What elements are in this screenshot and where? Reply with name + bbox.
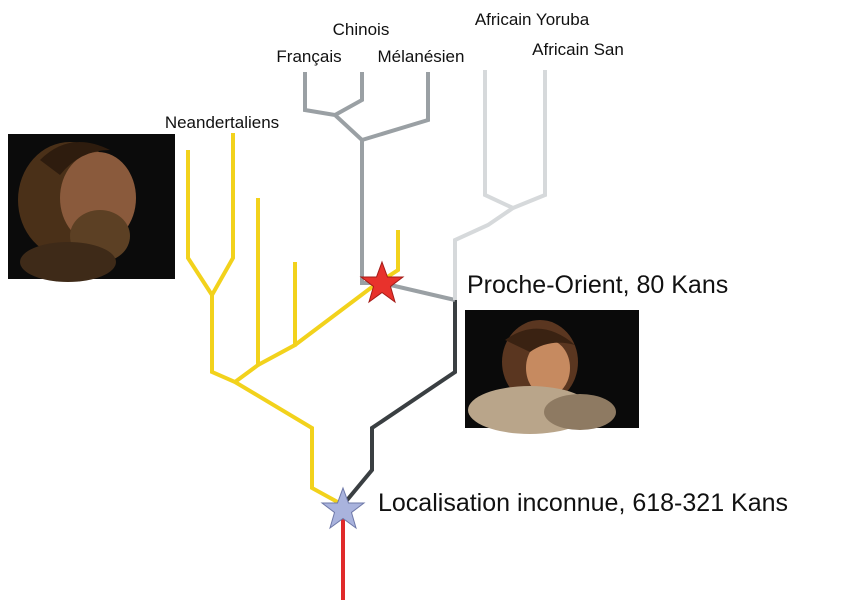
neandertal-clade [186,133,400,507]
eurasian-clade [303,72,456,302]
modern-human-portrait-image [465,310,639,434]
label-proche-orient: Proche-Orient, 80 Kans [467,271,728,299]
label-neandertaliens: Neandertaliens [165,113,279,132]
label-localisation-inconnue: Localisation inconnue, 618-321 Kans [378,489,788,517]
label-africain-yoruba: Africain Yoruba [475,10,590,29]
modern-human-ancestral-branch [341,300,457,507]
star-icon [359,260,405,304]
neandertal-portrait-image [8,134,175,282]
label-melanesien: Mélanésien [378,47,465,66]
african-clade [453,70,547,300]
star-icon [320,486,366,530]
label-chinois: Chinois [333,20,390,39]
label-africain-san: Africain San [532,40,624,59]
label-francais: Français [276,47,341,66]
